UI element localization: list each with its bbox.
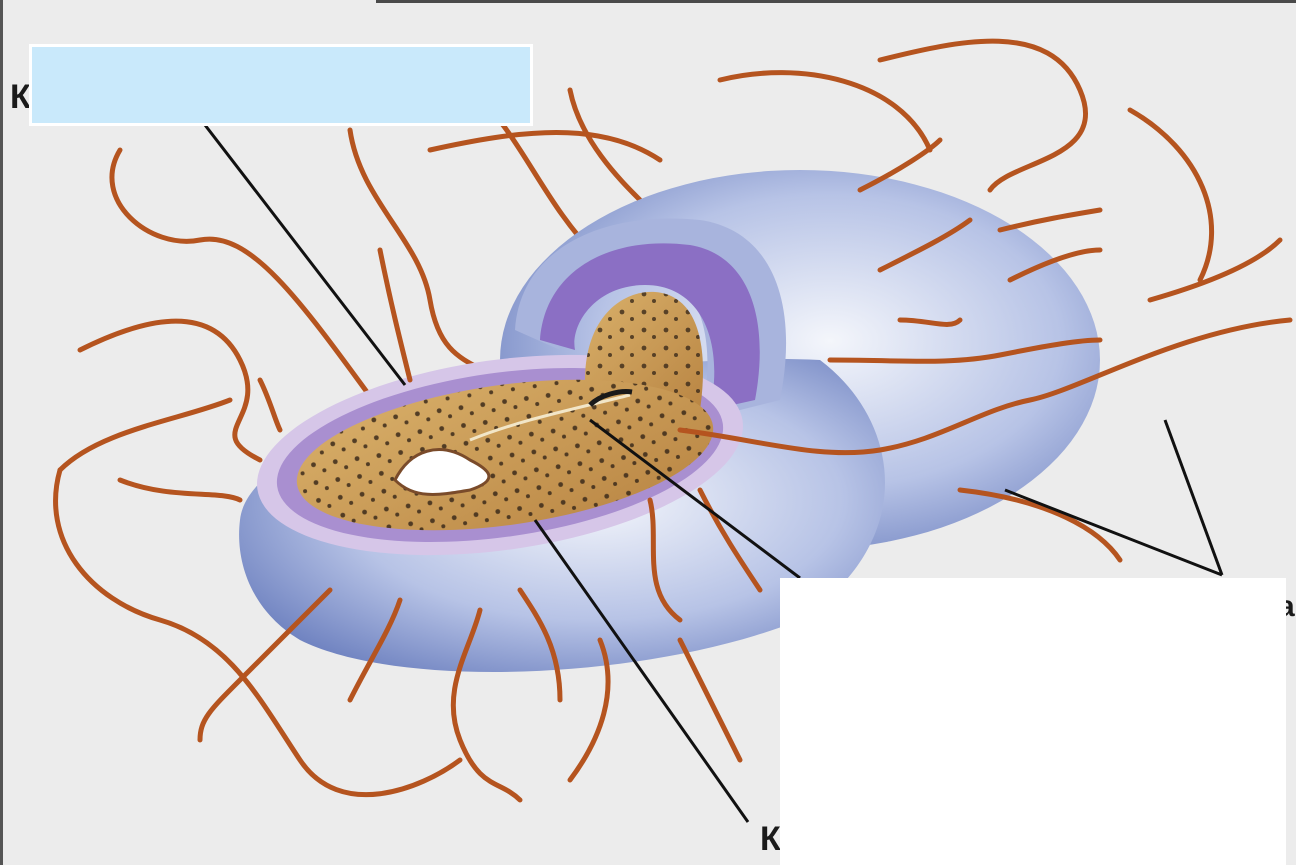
leader-line-flagella-a [1005, 490, 1222, 575]
label-fragment-top-left: К [10, 80, 31, 114]
label-fragment-bottom: К [760, 822, 781, 856]
answer-box-white[interactable] [780, 578, 1286, 865]
leader-line-flagella-b [1165, 420, 1222, 575]
answer-box-blue[interactable] [29, 44, 533, 126]
leader-line-capsule [205, 125, 405, 385]
